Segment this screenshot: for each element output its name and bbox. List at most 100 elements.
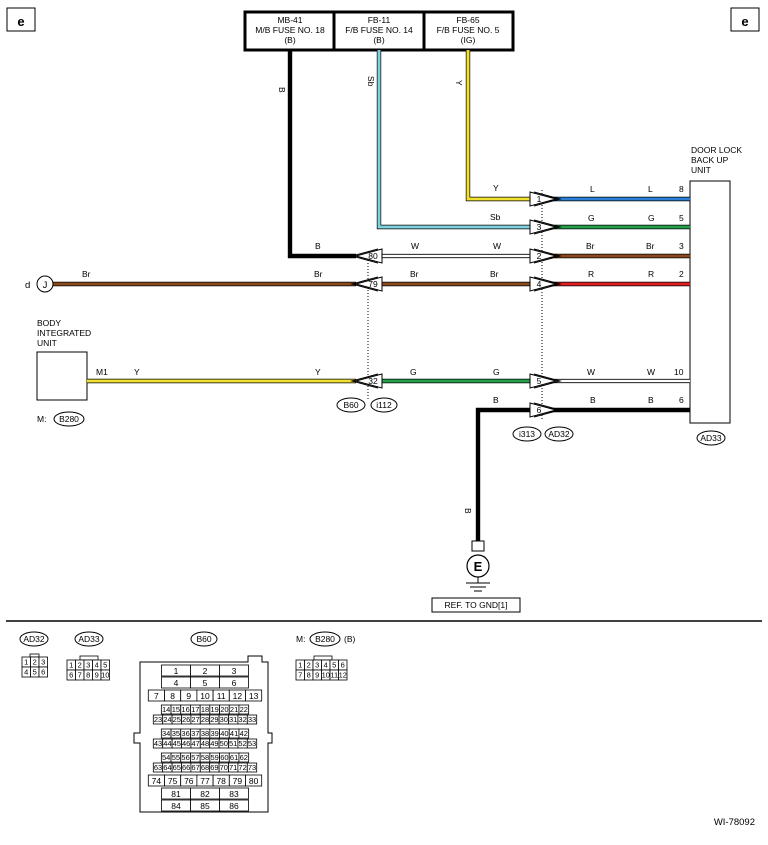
wire-label: W [647,367,655,377]
pin-number: 8 [679,184,684,194]
pin-cell-label: 9 [315,671,319,680]
wire-label: B [590,395,596,405]
pin-cell-label: 65 [173,763,181,772]
pin-cell-label: 5 [103,661,107,670]
pin-cell-label: 47 [191,739,199,748]
wire-label: Sb [490,212,501,222]
pin-cell-label: 10 [200,691,210,701]
pin-number: 32 [368,376,378,386]
pin-cell-label: 68 [201,763,209,772]
pin-cell [246,738,258,749]
pin-cell-label: 18 [201,705,209,714]
pin-cell [245,689,263,702]
wire-label: B [277,87,287,93]
body-integrated-unit: BODY INTEGRATED UNIT M: B280 [36,318,91,427]
wire-labels: B Sb Y Y L L Sb G G B W W Br Br Br Br Br… [82,76,655,514]
pin-number: 79 [368,279,378,289]
pin-cell-label: 21 [230,705,238,714]
wire-y-fuse5 [466,50,530,201]
pin-cell-label: 6 [341,661,345,670]
pin-cell-label: 15 [172,705,180,714]
pin-number: 4 [537,279,542,289]
wire-label: Br [410,269,419,279]
junction-d: d J [25,275,54,293]
wire-label: G [493,367,500,377]
pin-cell-label: 40 [220,729,228,738]
connector-i313-tag: i313 [519,429,535,439]
wire-label: R [648,269,654,279]
pin-cell-label: 11 [217,691,226,701]
wire-y-fuse5-outline [465,50,530,202]
wire-label: Br [490,269,499,279]
pin-cell-label: 22 [240,705,248,714]
pin-number: 2 [537,251,542,261]
unit-label-line3: UNIT [691,165,711,175]
pin-cell-label: 73 [248,763,256,772]
pin-cell-label: 4 [174,678,179,688]
wire-label: Br [314,269,323,279]
wire-label: W [411,241,419,251]
wire-label: B [648,395,654,405]
pin-cell-label: 2 [307,661,311,670]
wire-label: Sb [366,76,376,87]
pin-cell-label: 10 [101,671,109,680]
pin-cell-label: 25 [173,715,181,724]
pin-cell-label: 76 [184,776,194,786]
pin-cell [238,704,250,715]
terminal-pin-3: 3 [529,219,562,235]
fuse-type: (IG) [461,35,476,45]
pin-cell-label: 29 [210,715,218,724]
pin-cell-label: 24 [163,715,171,724]
pin-cell-label: 27 [191,715,199,724]
wire-label: Y [454,80,464,86]
pin-cell-label: 64 [163,763,171,772]
pin-cell-label: 83 [229,789,239,799]
fuse-box-group: MB-41 M/B FUSE NO. 18 (B) FB-11 F/B FUSE… [243,10,515,52]
wire-label: B [493,395,499,405]
pin-cell [219,676,249,689]
pin-cell [219,664,249,677]
pin-cell-label: 6 [41,668,45,677]
pin-cell-label: 7 [298,671,302,680]
pin-cell-label: 10 [322,671,330,680]
wire-label: G [410,367,417,377]
fuse-type: (B) [373,35,385,45]
pin-cell-label: 75 [168,776,178,786]
pin-cell-label: 69 [210,763,218,772]
pin-cell-label: 13 [249,691,259,701]
terminal-pin-80: 80 [350,248,383,264]
fuse-id: FB-11 [368,15,391,25]
pin-label-m1: M1 [96,367,108,377]
pin-cell-label: 39 [211,729,219,738]
pin-cell-label: 19 [211,705,219,714]
pin-cell-label: 9 [186,691,191,701]
pin-cell [245,774,263,787]
pin-cell-label: 58 [201,753,209,762]
pin-cell-label: 3 [232,666,237,676]
pin-cell [219,799,249,812]
pin-cell-label: 4 [95,661,99,670]
wire-label: L [590,184,595,194]
pin-cell-label: 3 [41,658,45,667]
wire-b-ground [476,408,530,541]
fuse-fb-65: FB-65 F/B FUSE NO. 5 (IG) [437,15,500,45]
pin-cell-label: 59 [211,753,219,762]
pin-cell-label: 62 [240,753,248,762]
ground-symbol: E REF. TO GND[1] [431,540,521,613]
pin-cell-label: 84 [171,801,181,811]
pin-cell-label: 8 [307,671,311,680]
wire-group [53,50,690,541]
connector-i112-tag: i112 [376,400,392,410]
pin-cell-label: 60 [220,753,228,762]
pin-cell-label: 67 [191,763,199,772]
pin-cell-label: 7 [78,671,82,680]
unit-label-line1: BODY [37,318,61,328]
door-lock-backup-unit: DOOR LOCK BACK UP UNIT AD33 [689,145,742,446]
pin-cell-label: 43 [154,739,162,748]
terminal-pin-6: 6 [529,402,562,418]
pin-cell-label: 57 [191,753,199,762]
